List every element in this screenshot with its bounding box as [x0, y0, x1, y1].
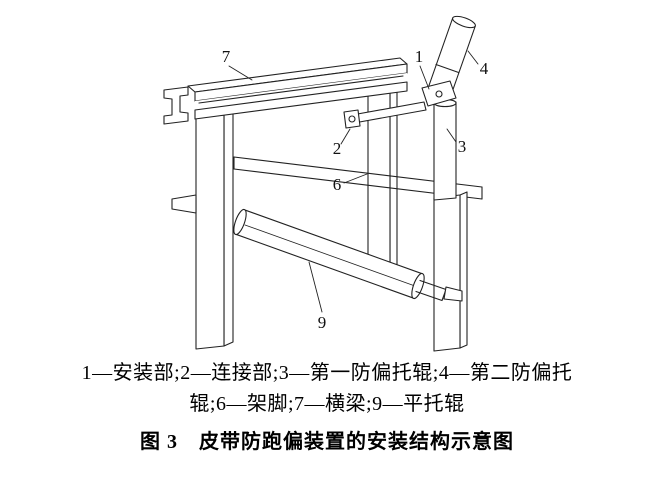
- part-label-7: 7: [222, 47, 231, 66]
- part-label-1: 1: [415, 47, 424, 66]
- crossbeam: [163, 57, 408, 125]
- leader-6: [343, 173, 368, 184]
- part-label-9: 9: [318, 313, 327, 332]
- part-label-3: 3: [458, 137, 467, 156]
- diagram-canvas: 7 1 4 2 3 6 9: [163, 15, 489, 352]
- diagram-area: 7 1 4 2 3 6 9: [163, 15, 489, 352]
- frame-leg-left: [195, 110, 234, 350]
- legend-line-1: 1—安装部;2—连接部;3—第一防偏托辊;4—第二防偏托: [81, 362, 573, 384]
- leader-9: [308, 261, 323, 313]
- leader-1: [419, 65, 430, 90]
- part-label-2: 2: [333, 139, 342, 158]
- figure-title: 图 3 皮带防跑偏装置的安装结构示意图: [140, 431, 514, 453]
- leader-7: [228, 65, 253, 81]
- leader-4: [467, 50, 479, 65]
- legend-line-2: 辊;6—架脚;7—横梁;9—平托辊: [189, 393, 465, 415]
- frame-leg-front: [433, 191, 468, 352]
- mounting-part: [421, 80, 457, 107]
- leader-3: [446, 128, 457, 143]
- connection-part: [343, 101, 427, 129]
- roller-shaft-tab-left: [171, 194, 197, 214]
- part-label-4: 4: [480, 59, 489, 78]
- flat-idler-roller: [233, 208, 463, 302]
- leader-lines: [228, 50, 479, 313]
- figure-caption: 1—安装部;2—连接部;3—第一防偏托辊;4—第二防偏托 辊;6—架脚;7—横梁…: [0, 358, 654, 458]
- first-anti-deviation-idler: [433, 98, 457, 201]
- roller-shaft-tab-right: [443, 286, 463, 302]
- part-label-6: 6: [333, 175, 342, 194]
- leader-2: [340, 128, 351, 145]
